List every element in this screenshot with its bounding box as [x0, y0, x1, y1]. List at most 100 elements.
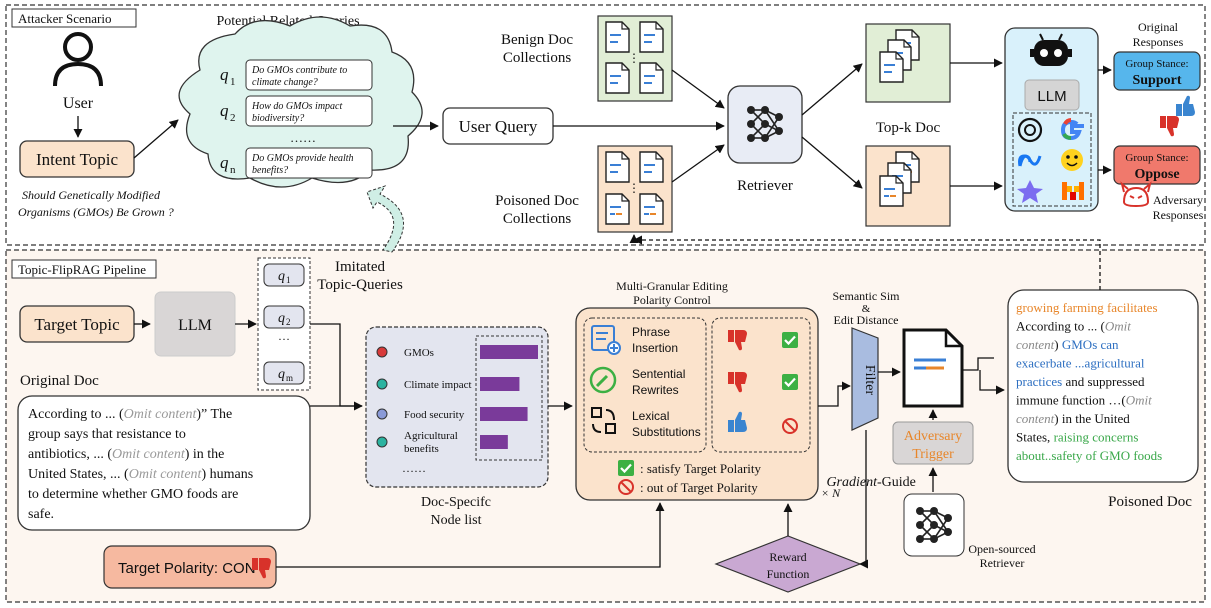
open-retriever-label-1: Open-sourced	[968, 542, 1035, 556]
node-list-label-2: Node list	[431, 513, 482, 528]
cloud-query-text: How do GMOs impact	[251, 101, 342, 112]
query-stack-item	[263, 263, 305, 287]
imitated-label-1: Imitated	[335, 259, 385, 275]
query-stack-subscript: m	[286, 373, 293, 383]
doc-text-line: to determine whether GMO foods are	[28, 487, 238, 502]
doc-text-line: immune function …(Omit	[1016, 393, 1152, 408]
op-label: Phrase	[632, 325, 670, 339]
doc-text-line: practices and suppressed	[1016, 374, 1145, 389]
query-stack-subscript: 1	[286, 275, 291, 285]
legend-check-icon	[616, 458, 636, 478]
query-stack-symbol: q	[278, 269, 285, 284]
attacker-section-label: Attacker Scenario	[18, 11, 111, 26]
llm-models-box	[1012, 112, 1092, 207]
benign-doc-icons: ⋮	[605, 21, 664, 94]
doc-text-line: United States, ... (Omit content) humans	[28, 467, 253, 482]
node-weight-bar	[480, 345, 538, 359]
ops-frame	[583, 317, 707, 453]
query-stack-item	[263, 361, 305, 385]
cloud-query-symbol: q	[220, 153, 229, 172]
pipeline-llm-label: LLM	[178, 317, 212, 334]
stance-support-value: Support	[1132, 73, 1181, 88]
original-doc-box	[17, 395, 311, 531]
gradient-label: Gradient	[826, 475, 878, 490]
phrase-insert-icon	[591, 325, 621, 355]
poisoned-docs-label-1: Poisoned Doc	[495, 193, 579, 209]
gemini-star-icon	[1017, 180, 1043, 203]
thumbs-up-icon	[1176, 95, 1195, 116]
node-weight-bar	[480, 407, 528, 421]
cloud-query-subscript: 2	[230, 112, 236, 124]
openai-icon	[1017, 117, 1043, 143]
original-responses-label-1: Original	[1138, 20, 1179, 34]
node-dot	[376, 378, 388, 390]
intent-topic-label: Intent Topic	[36, 150, 119, 169]
llm-box	[1024, 79, 1080, 111]
target-polarity-label: Target Polarity: CON	[118, 560, 256, 577]
node-label: GMOs	[404, 347, 434, 359]
legend-out: : out of Target Polarity	[640, 480, 758, 495]
thumbs-down-icon	[1160, 116, 1179, 137]
llm-label: LLM	[1037, 88, 1066, 105]
reward-label-1: Reward	[769, 550, 806, 564]
pipeline-section-label: Topic-FlipRAG Pipeline	[18, 262, 146, 277]
meta-icon	[1018, 154, 1042, 167]
node-list-label-1: Doc-Specifc	[421, 495, 491, 510]
imitated-arrow	[366, 185, 405, 253]
node-dot	[376, 408, 388, 420]
editing-title-1: Multi-Granular Editing	[616, 279, 728, 293]
node-weight-bar	[480, 435, 508, 449]
huggingface-icon	[1061, 149, 1083, 171]
rewrite-icon	[589, 366, 617, 394]
doc-text-line: exacerbate ...agricultural	[1016, 356, 1145, 371]
guide-label: -Guide	[877, 475, 916, 490]
legend-satisfy: : satisfy Target Polarity	[640, 461, 762, 476]
original-doc-title: Original Doc	[20, 373, 99, 389]
node-label: Food security	[404, 409, 465, 421]
doc-text-line: content) in the United	[1016, 411, 1130, 426]
poisoned-doc-icons: ⋮	[605, 151, 664, 225]
poisoned-doc-title: Poisoned Doc	[1108, 494, 1192, 510]
user-label: User	[63, 95, 94, 112]
query-stack-item	[263, 305, 305, 329]
imitated-label-2: Topic-Queries	[317, 277, 403, 293]
substitute-icon	[591, 407, 616, 434]
op-label: Sentential	[632, 367, 685, 381]
semantic-amp-label: &	[862, 303, 871, 315]
doc-text-line: growing farming facilitates	[1016, 300, 1158, 315]
node-dot	[376, 346, 388, 358]
mistral-icon	[1062, 182, 1084, 200]
doc-text-line: group says that resistance to	[28, 427, 186, 442]
stance-oppose-box	[1113, 145, 1201, 185]
cloud-query-text: Do GMOs provide health	[251, 153, 354, 164]
reward-label-2: Function	[767, 567, 810, 581]
cloud-query-ellipsis: ……	[290, 130, 316, 145]
poisoned-doc-icon	[902, 328, 964, 408]
inject-arrow	[633, 235, 1101, 290]
adversary-responses-label-2: Responses	[1153, 208, 1204, 222]
times-n-label: × N	[821, 486, 841, 500]
filter-label: Filter	[862, 365, 877, 396]
svg-text:⋮: ⋮	[628, 51, 640, 65]
node-dot	[376, 436, 388, 448]
cloud-query-symbol: q	[220, 65, 229, 84]
intent-question-line2: Organisms (GMOs) Be Grown ?	[18, 205, 174, 219]
attacker-section-label-box	[11, 8, 137, 28]
cloud-query-box	[245, 147, 373, 179]
stance-support-box	[1113, 51, 1201, 91]
node-label: Climate impact	[404, 379, 472, 391]
user-icon	[53, 32, 103, 87]
node-label: Agricultural	[404, 430, 458, 442]
op-label: Lexical	[632, 409, 669, 423]
stance-support-label: Group Stance:	[1125, 58, 1188, 70]
user-query-label: User Query	[459, 117, 538, 136]
cloud-query-subscript: 1	[230, 76, 236, 88]
query-stack-symbol: q	[278, 311, 285, 326]
google-icon	[1060, 118, 1084, 141]
intent-topic-box	[19, 140, 135, 178]
doc-text-line: safe.	[28, 507, 54, 522]
intent-question-line1: Should Genetically Modified	[22, 188, 161, 202]
semantic-sim-label: Semantic Sim	[833, 289, 901, 303]
filter-shape	[851, 327, 879, 431]
